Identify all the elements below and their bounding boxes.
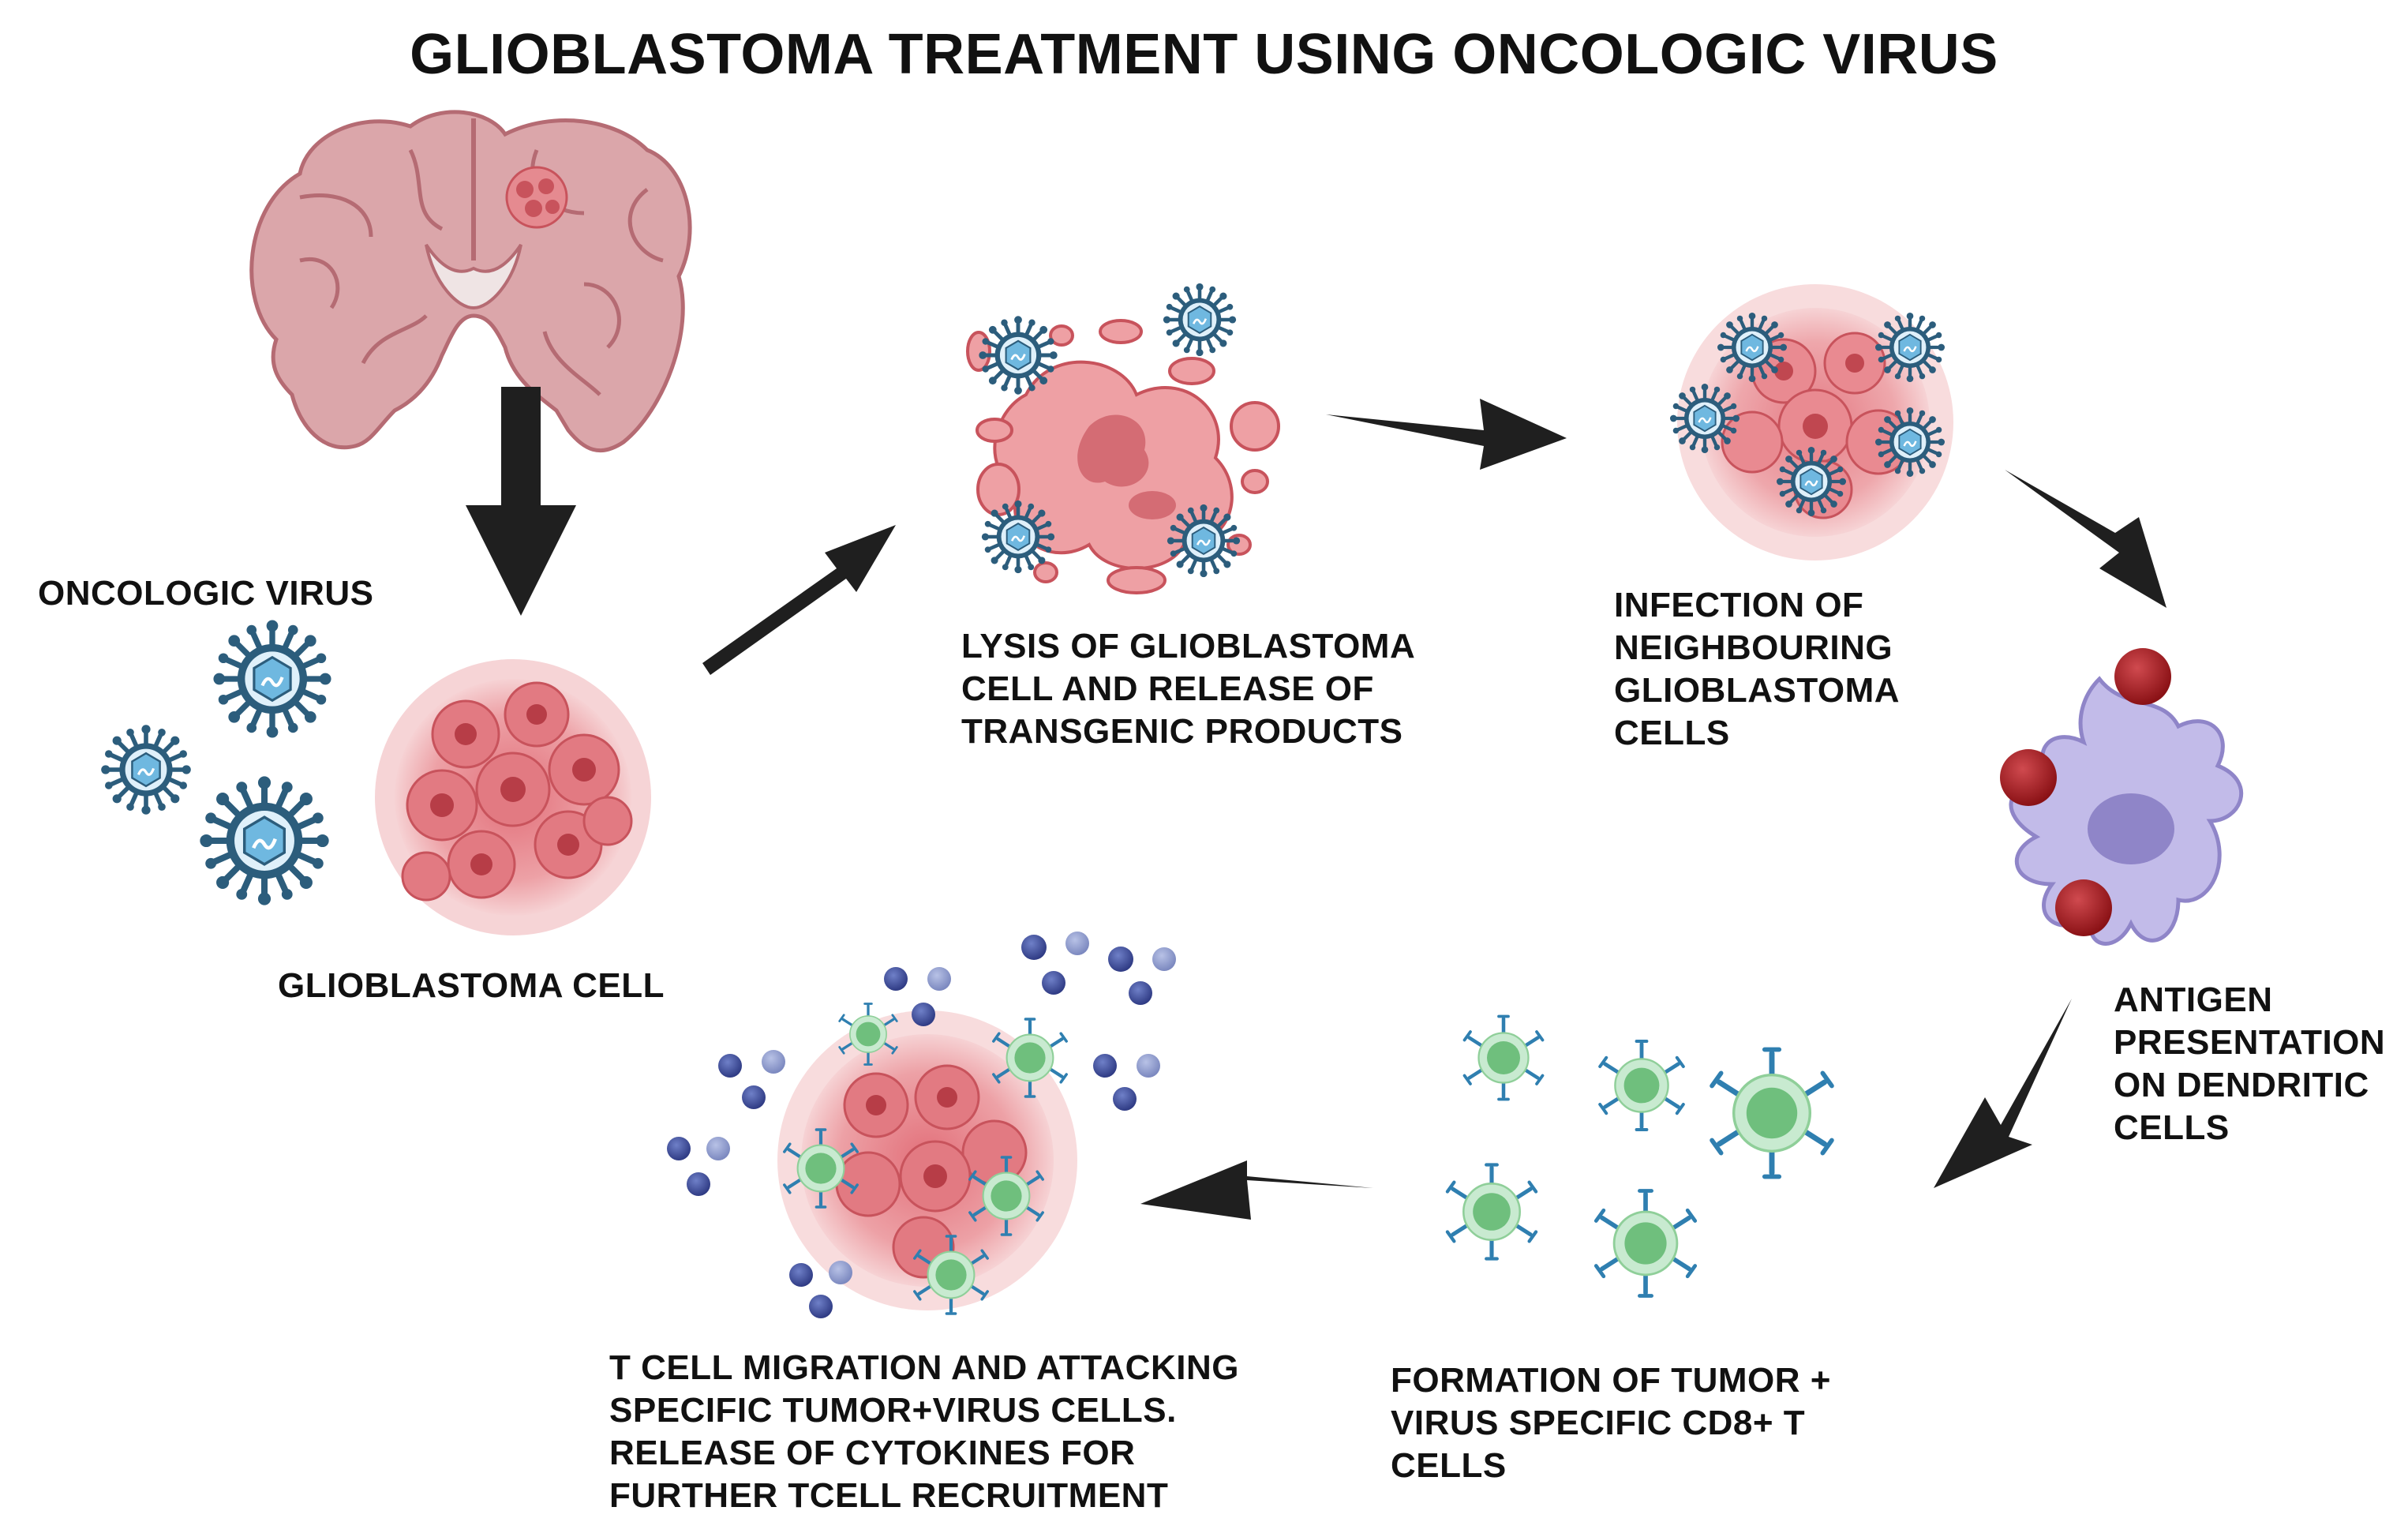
cytokine-particles [667, 932, 1176, 1318]
virus-icon [101, 725, 191, 815]
oncologic-virus-label: ONCOLOGIC VIRUS [38, 574, 374, 613]
glioblastoma-cell-label: GLIOBLASTOMA CELL [278, 966, 665, 1005]
virus-icon [1875, 313, 1945, 382]
virus-icon [979, 316, 1057, 394]
glioblastoma-cell-cluster [375, 659, 651, 935]
dendritic-cell [2000, 648, 2243, 946]
antigen-particle [2000, 749, 2057, 806]
infection-label: INFECTION OF NEIGHBOURING GLIOBLASTOMA C… [1614, 586, 1901, 753]
antigen-particle [2055, 879, 2112, 936]
antigen-presentation-label: ANTIGEN PRESENTATION ON DENDRITIC CELLS [2114, 980, 2386, 1148]
tcell-attack-cluster [777, 1002, 1077, 1314]
arrow-infection-to-dendritic [2005, 470, 2166, 608]
virus-icon [1163, 283, 1236, 356]
cd8-tcell-group [1447, 1017, 1832, 1296]
virus-icon [213, 620, 331, 737]
lysis-label: LYSIS OF GLIOBLASTOMA CELL AND RELEASE O… [961, 627, 1416, 752]
formation-label: FORMATION OF TUMOR + VIRUS SPECIFIC CD8+… [1391, 1361, 1831, 1486]
virus-icon [1167, 504, 1240, 577]
virus-icon [1875, 407, 1945, 477]
antigen-particle [2114, 648, 2171, 705]
diagram-title: GLIOBLASTOMA TREATMENT USING ONCOLOGIC V… [410, 23, 1998, 86]
arrow-brain-to-cell [466, 387, 576, 616]
arrow-lysis-to-infection [1326, 399, 1567, 470]
arrow-dendritic-to-formation [1934, 999, 2072, 1188]
brain-tumor-spot [505, 166, 568, 229]
infected-cell-cluster [1670, 284, 1953, 560]
lysed-cell [966, 283, 1280, 594]
virus-icon [1670, 384, 1740, 453]
arrow-formation-to-migration [1140, 1160, 1373, 1220]
virus-icon [982, 500, 1054, 573]
brain-illustration [249, 110, 692, 453]
migration-label: T CELL MIGRATION AND ATTACKING SPECIFIC … [609, 1348, 1239, 1516]
virus-icon [1777, 447, 1846, 516]
arrow-cell-to-lysis [702, 525, 896, 675]
virus-icon [200, 776, 328, 905]
oncologic-virus-group [101, 620, 331, 905]
virus-icon [1717, 313, 1787, 382]
